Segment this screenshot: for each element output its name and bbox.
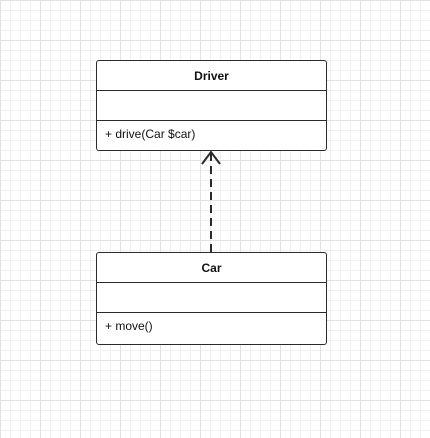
- class-attributes: [97, 91, 326, 121]
- class-method: + drive(Car $car): [105, 127, 196, 141]
- class-name: Car: [97, 253, 326, 283]
- class-attributes: [97, 283, 326, 313]
- class-car[interactable]: Car + move(): [96, 252, 327, 345]
- class-driver[interactable]: Driver + drive(Car $car): [96, 60, 327, 151]
- class-method: + move(): [105, 319, 153, 333]
- open-arrowhead-icon: [201, 150, 221, 165]
- class-name: Driver: [97, 61, 326, 91]
